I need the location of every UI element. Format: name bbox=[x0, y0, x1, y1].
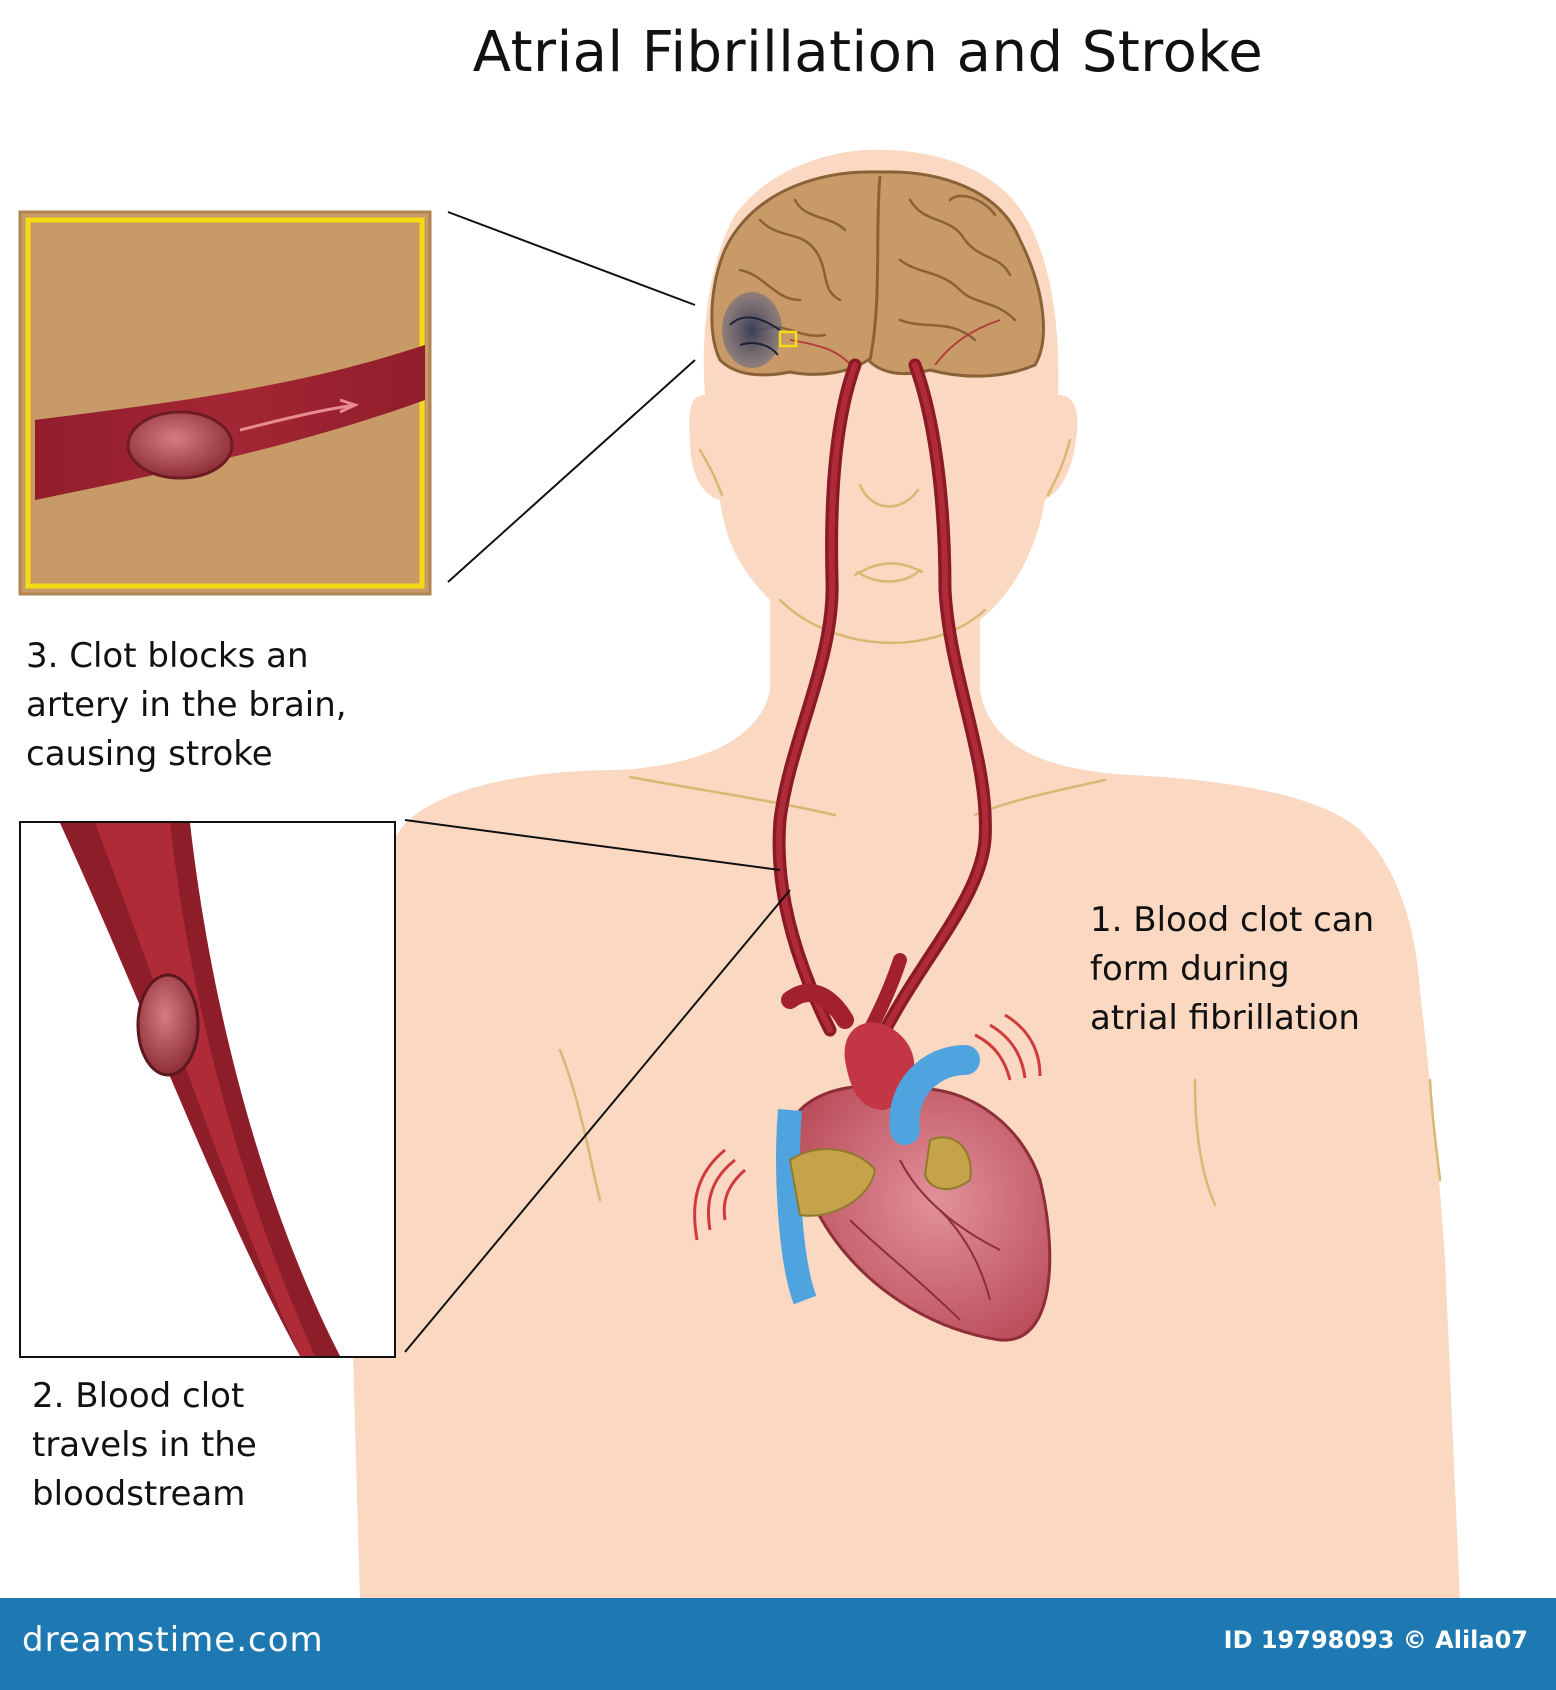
step-2-line-2: travels in the bbox=[32, 1425, 257, 1465]
inset-brain-artery bbox=[18, 210, 432, 596]
inset-bloodstream bbox=[19, 821, 396, 1358]
fibrillation-waves-left bbox=[693, 1148, 746, 1241]
stroke-region bbox=[722, 292, 782, 368]
carotid-arteries bbox=[772, 358, 992, 1047]
fibrillation-waves-right bbox=[974, 1013, 1042, 1081]
heart bbox=[693, 953, 1052, 1342]
clot-bloodstream bbox=[136, 973, 200, 1077]
step-3-line-1: 3. Clot blocks an bbox=[26, 636, 309, 676]
step-3-line-2: artery in the brain, bbox=[26, 685, 347, 725]
step-1-line-1: 1. Blood clot can bbox=[1090, 900, 1375, 940]
step-1-label: 1. Blood clot can form during atrial fib… bbox=[1090, 896, 1374, 1043]
step-2-line-3: bloodstream bbox=[32, 1474, 246, 1514]
clot-brain-artery bbox=[126, 410, 234, 480]
brain bbox=[710, 170, 1045, 378]
body-silhouette bbox=[340, 149, 1461, 1600]
zoom-marker bbox=[778, 330, 798, 348]
footer-bar: dreamstime.com ID 19798093 © Alila07 bbox=[0, 1598, 1556, 1690]
leader-lines bbox=[404, 211, 791, 1353]
step-3-line-3: causing stroke bbox=[26, 734, 273, 774]
step-1-line-3: atrial fibrillation bbox=[1090, 998, 1360, 1038]
diagram-title: Atrial Fibrillation and Stroke bbox=[472, 20, 1264, 85]
step-2-line-1: 2. Blood clot bbox=[32, 1376, 245, 1416]
step-1-line-2: form during bbox=[1090, 949, 1290, 989]
footer-brand: dreamstime.com bbox=[22, 1620, 324, 1660]
step-2-label: 2. Blood clot travels in the bloodstream bbox=[32, 1372, 257, 1519]
step-3-label: 3. Clot blocks an artery in the brain, c… bbox=[26, 632, 347, 779]
footer-credit: ID 19798093 © Alila07 bbox=[1223, 1626, 1528, 1654]
